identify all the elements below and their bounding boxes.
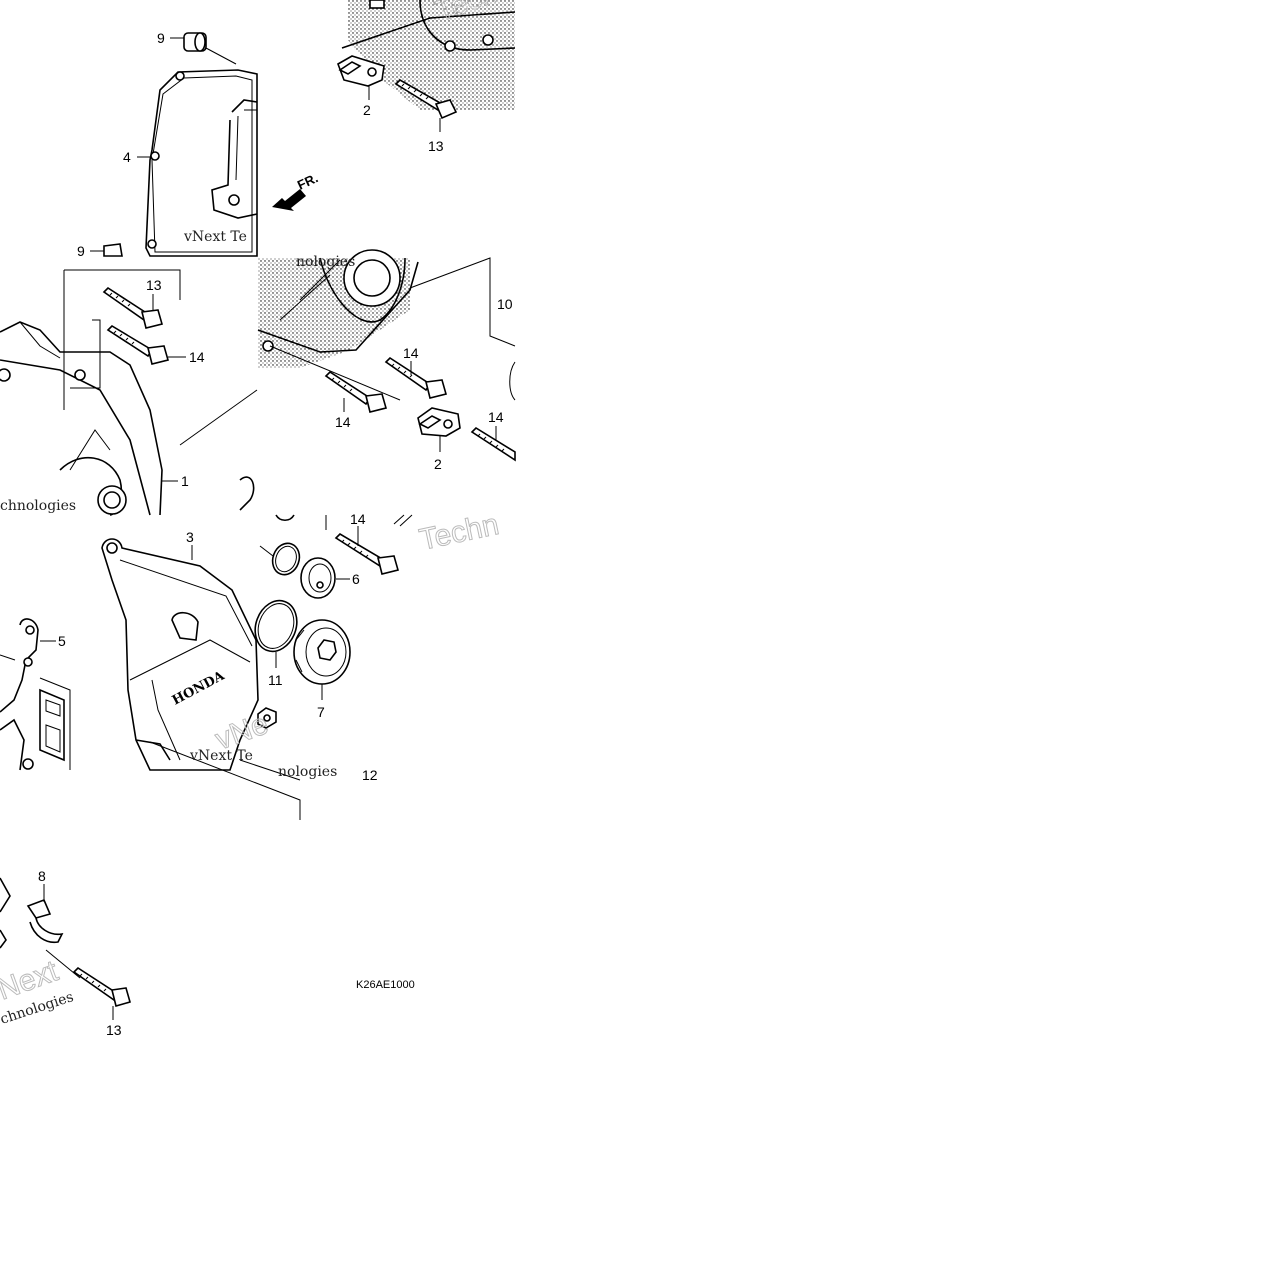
callout-13-bottom: 13: [106, 1022, 122, 1038]
tile-middle-left: 13 14 1 chnologies: [0, 269, 258, 516]
callout-14-upper: 14: [403, 345, 419, 361]
watermark-text: vNext Te: [183, 229, 247, 245]
callout-14-middle-left: 14: [189, 349, 205, 365]
callout-1: 1: [181, 473, 189, 489]
watermark-text: nologies: [296, 254, 355, 270]
bolt-14-upper: [384, 356, 447, 399]
tile-bottom-middle: HONDA 3 11 6 7: [101, 507, 502, 820]
watermark-text: vNe: [211, 707, 272, 756]
bolt-13-top: [394, 79, 458, 120]
flange-nut: [257, 707, 277, 729]
watermark-text: nologies: [278, 764, 337, 780]
o-ring-11: [254, 599, 298, 653]
bolt-13-bottom: [72, 966, 131, 1007]
crankcase-cover-3: [101, 538, 259, 771]
callout-10: 10: [497, 296, 513, 312]
plug-7: [293, 619, 351, 685]
callout-3: 3: [186, 529, 194, 545]
callout-13-middle: 13: [146, 277, 162, 293]
callout-6: 6: [352, 571, 360, 587]
bolt-14-bottom: [334, 532, 399, 575]
callout-7: 7: [317, 704, 325, 720]
callout-14-lower: 14: [335, 414, 351, 430]
callout-12: 12: [362, 767, 378, 783]
clip-2-middle: [417, 407, 461, 437]
callout-9-bottom: 9: [77, 243, 85, 259]
front-direction-arrow-icon: [272, 189, 306, 211]
clip-8: [26, 898, 64, 944]
callout-13-top: 13: [428, 138, 444, 154]
tile-top-middle: 2 13 Techno: [337, 0, 534, 154]
plug-6: [300, 557, 336, 599]
gasket-4: [145, 69, 258, 257]
callout-9-top: 9: [157, 30, 165, 46]
callout-4: 4: [123, 149, 131, 165]
callout-2-top: 2: [363, 102, 371, 118]
callout-8: 8: [38, 868, 46, 884]
o-ring-small: [271, 542, 301, 576]
watermark-text: Techn: [417, 508, 502, 557]
diagram-code: K26AE1000: [356, 979, 415, 991]
tile-top-left: 9 4 9 FR. vNext Te: [77, 30, 320, 259]
bolt-14-middle-left: [106, 324, 169, 365]
callout-14-bottom: 14: [350, 511, 366, 527]
watermark-text: vNext Te: [189, 748, 253, 764]
callout-5: 5: [58, 633, 66, 649]
tile-bottom-left: 5: [0, 618, 71, 771]
dowel-collar-9-top: [183, 32, 207, 52]
bolt-14-right: [470, 426, 516, 462]
tile-middle-middle: 10 14 14 2 14 nolo: [239, 249, 516, 511]
left-crankcase-cover-1: [0, 321, 163, 516]
callout-14-right: 14: [488, 409, 504, 425]
bolt-14-lower: [324, 370, 387, 413]
watermark-text: chnologies: [0, 498, 76, 514]
clip-2-top: [337, 55, 385, 87]
bolt-13-middle: [102, 286, 163, 329]
brand-mark: HONDA: [170, 668, 228, 708]
callout-11: 11: [268, 672, 283, 688]
front-indicator-label: FR.: [295, 170, 320, 192]
callout-2-middle: 2: [434, 456, 442, 472]
tile-lower-left: 8 13 Next chnologies: [0, 868, 131, 1038]
